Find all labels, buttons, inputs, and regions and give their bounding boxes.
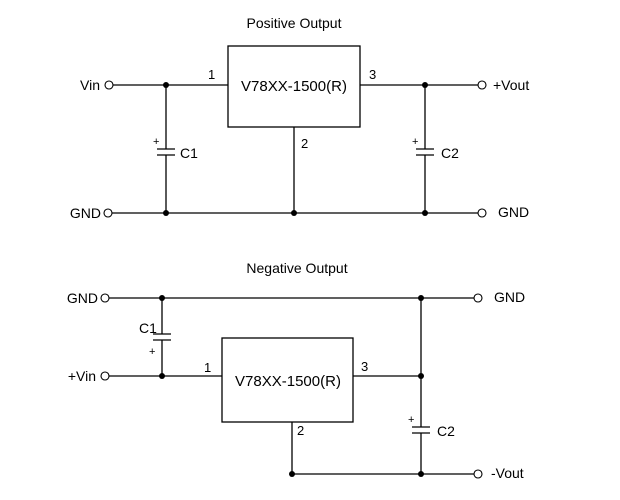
positive-gnd-junction-c2 <box>422 210 428 216</box>
negative-regulator-label: V78XX-1500(R) <box>235 373 341 390</box>
positive-regulator-block <box>227 45 361 128</box>
positive-gnd-left-terminal <box>103 208 113 218</box>
positive-c1-polarity: + <box>153 136 159 148</box>
negative-gnd-left-terminal <box>100 293 110 303</box>
positive-c1-label: C1 <box>180 145 198 161</box>
negative-output-title: Negative Output <box>246 260 347 276</box>
negative-regulator-block <box>221 337 354 423</box>
positive-gnd-right-terminal <box>477 208 487 218</box>
negative-c2-label: C2 <box>437 423 455 439</box>
negative-output-circuit: Negative Output GND GND C1 + +Vin V78XX-… <box>67 260 525 481</box>
negative-output-junction-pin2 <box>289 471 295 477</box>
positive-vin-terminal <box>104 80 114 90</box>
negative-output-junction-c2 <box>418 471 424 477</box>
positive-output-title: Positive Output <box>247 15 342 31</box>
positive-regulator-label: V78XX-1500(R) <box>241 78 347 95</box>
positive-vout-label: +Vout <box>493 77 529 93</box>
negative-c1-label: C1 <box>139 320 157 336</box>
negative-c2-polarity: + <box>408 414 414 426</box>
negative-c1-polarity: + <box>149 346 155 358</box>
negative-pin1-label: 1 <box>204 360 211 375</box>
negative-vout-terminal <box>473 469 483 479</box>
positive-output-circuit: Positive Output Vin V78XX-1500(R) 1 3 2 … <box>70 15 529 221</box>
negative-gnd-left-label: GND <box>67 290 98 306</box>
negative-gnd-right-label: GND <box>494 289 525 305</box>
positive-pin1-label: 1 <box>208 67 215 82</box>
negative-gnd-right-terminal <box>473 293 483 303</box>
positive-pin2-label: 2 <box>301 136 308 151</box>
positive-vin-label: Vin <box>80 77 100 93</box>
positive-c2-label: C2 <box>441 145 459 161</box>
positive-pin3-label: 3 <box>369 67 376 82</box>
negative-vout-label: -Vout <box>491 465 524 481</box>
negative-vin-terminal <box>100 371 110 381</box>
positive-gnd-left-label: GND <box>70 205 101 221</box>
negative-pin2-label: 2 <box>297 423 304 438</box>
positive-c2-polarity: + <box>412 136 418 148</box>
positive-gnd-right-label: GND <box>498 204 529 220</box>
positive-gnd-junction-c1 <box>163 210 169 216</box>
positive-gnd-junction-pin2 <box>291 210 297 216</box>
negative-pin3-label: 3 <box>361 359 368 374</box>
negative-vin-label: +Vin <box>68 368 96 384</box>
negative-input-junction <box>159 373 165 379</box>
positive-vout-terminal <box>477 80 487 90</box>
